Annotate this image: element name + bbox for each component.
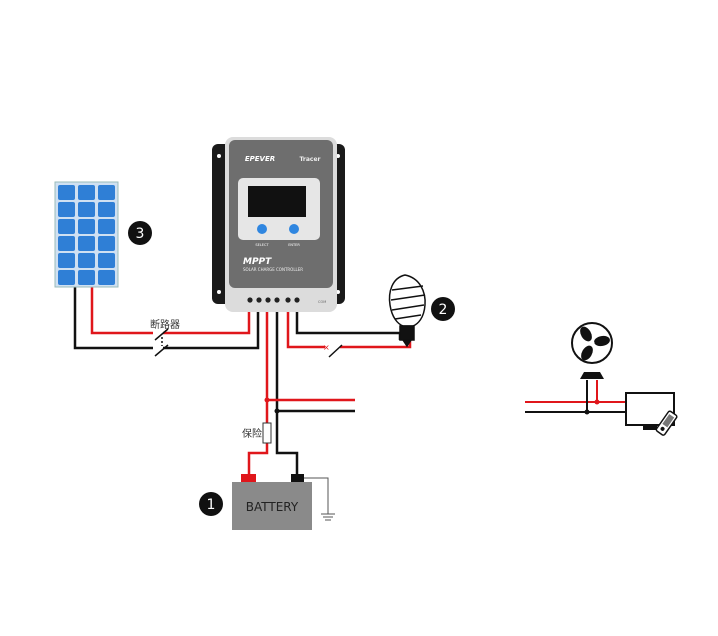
com-label: COM (318, 300, 326, 304)
load-negative-wire (295, 312, 402, 340)
light-bulb-icon (388, 274, 426, 348)
solar-cell (58, 219, 75, 234)
solar-negative-wire-2 (163, 312, 260, 350)
load-positive-wire (286, 312, 325, 349)
solar-cell (58, 202, 75, 217)
marker-3 (128, 221, 152, 245)
marker-2 (431, 297, 455, 321)
battery-negative-wire (275, 312, 299, 474)
remote-icon (655, 410, 678, 436)
solar-positive-wire (90, 287, 153, 335)
breaker (154, 328, 169, 357)
svg-text:×: × (323, 343, 330, 352)
brand-logo: EPEVER (245, 155, 275, 163)
select-button[interactable] (257, 224, 267, 234)
breaker-label: 断路器 (150, 318, 180, 331)
solar-negative-wire (73, 287, 153, 350)
solar-cell (98, 236, 115, 251)
solar-cell (58, 185, 75, 200)
solar-cell (98, 185, 115, 200)
battery-positive-terminal (241, 474, 256, 483)
battery-positive-wire (247, 312, 269, 474)
battery-negative-terminal (291, 474, 304, 483)
solar-cell (78, 270, 95, 285)
solar-wires (73, 287, 260, 350)
load-positive-wire-2 (340, 340, 412, 349)
solar-panel (54, 181, 119, 288)
svg-text:2: 2 (439, 302, 448, 318)
solar-cell (58, 270, 75, 285)
solar-positive-wire-2 (163, 312, 251, 335)
lcd-screen (248, 186, 306, 217)
svg-text:ENTER: ENTER (288, 243, 300, 247)
model-label: Tracer (299, 156, 320, 163)
fuse (262, 422, 272, 444)
load-wires (286, 312, 412, 349)
terminal-block (247, 297, 300, 303)
ground-icon (321, 513, 335, 521)
solar-cell (98, 270, 115, 285)
solar-cell (78, 185, 95, 200)
enter-button[interactable] (289, 224, 299, 234)
solar-cell (98, 202, 115, 217)
mppt-label: MPPT (243, 257, 272, 267)
solar-cell (98, 219, 115, 234)
fan-icon (571, 322, 613, 379)
battery-wires (247, 312, 355, 474)
solar-cell (78, 219, 95, 234)
solar-cell (58, 236, 75, 251)
battery (232, 482, 312, 530)
marker-1 (199, 492, 223, 516)
solar-cell (78, 236, 95, 251)
charge-controller: EPEVER Tracer SELECT ENTER MPPT SOLAR CH… (212, 137, 345, 312)
svg-text:3: 3 (136, 226, 145, 242)
solar-cell (78, 202, 95, 217)
solar-cell (78, 253, 95, 268)
ground-wire (304, 477, 329, 514)
solar-cell (58, 253, 75, 268)
battery-label: BATTERY (246, 500, 299, 514)
subtitle-label: SOLAR CHARGE CONTROLLER (243, 267, 303, 272)
solar-cell (98, 253, 115, 268)
load-switch: × (323, 343, 343, 358)
svg-text:1: 1 (207, 497, 216, 513)
svg-text:SELECT: SELECT (255, 243, 269, 247)
fuse-label: 保险 (242, 427, 262, 440)
tv-icon (625, 392, 678, 436)
